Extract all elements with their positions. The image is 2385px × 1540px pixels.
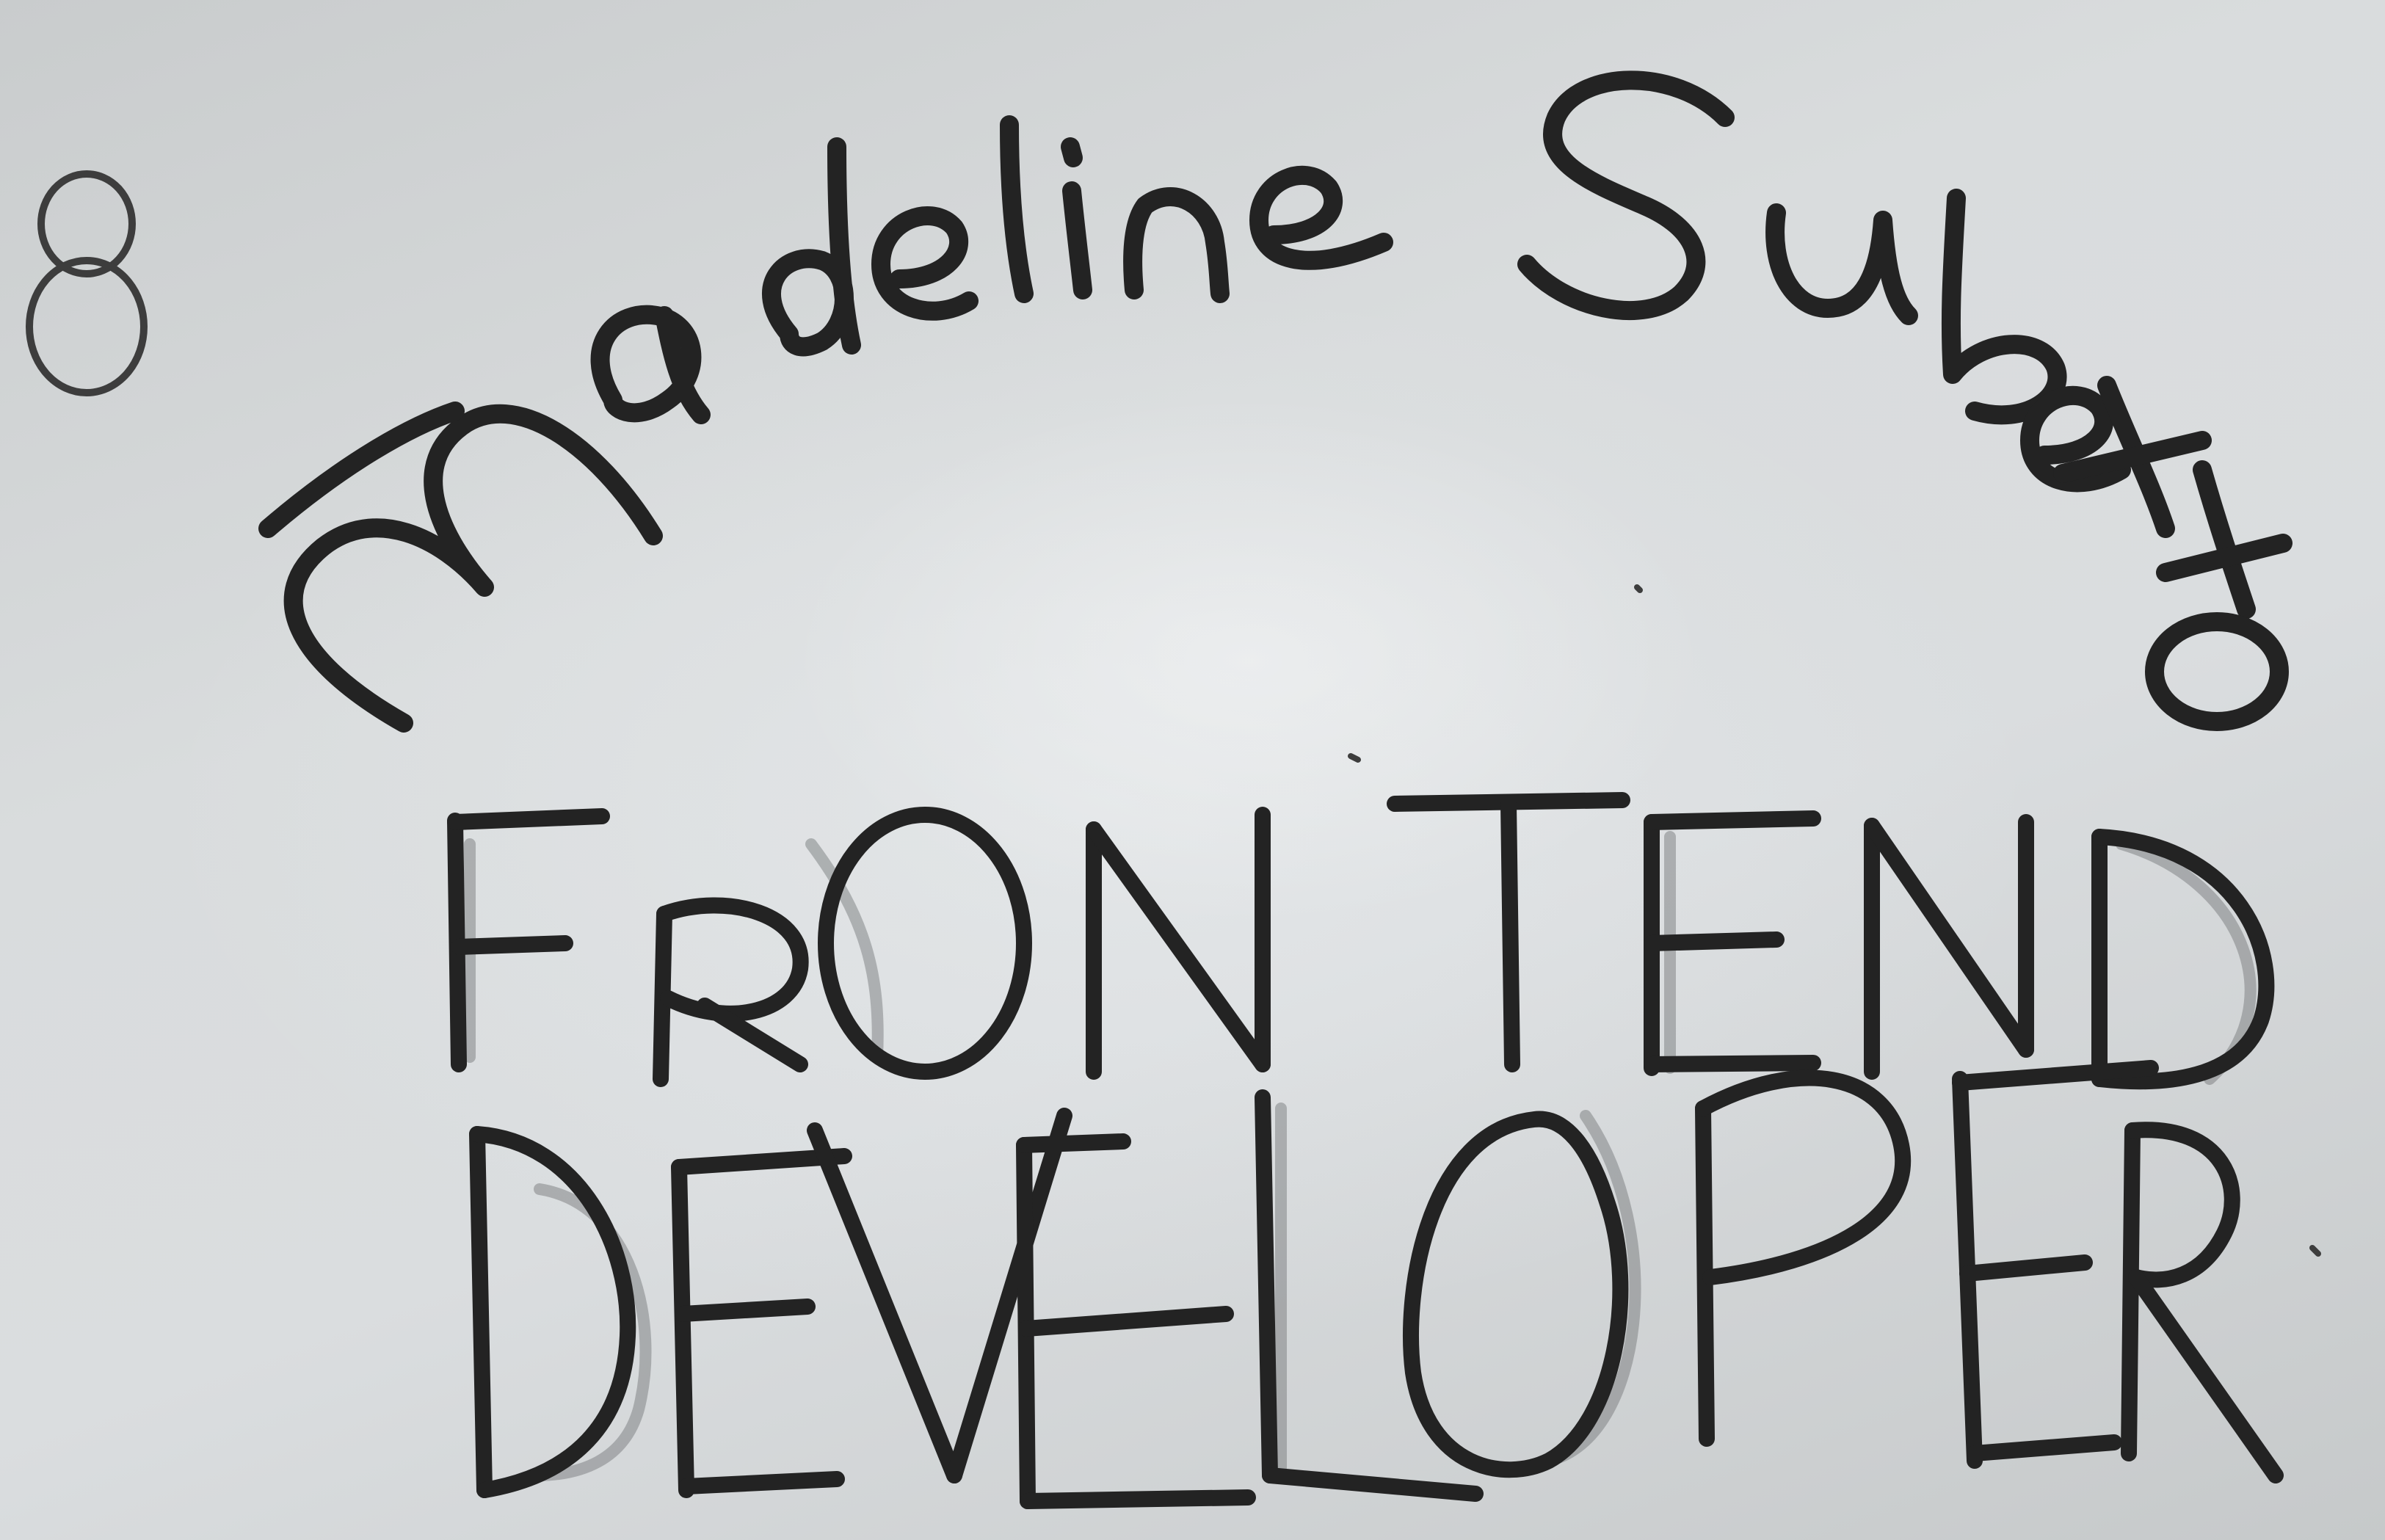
title-line-2-lettering	[469, 1060, 2284, 1509]
card-number-glyph	[26, 170, 148, 396]
title-line-1-lettering	[447, 792, 2275, 1090]
stray-marks	[1348, 584, 2321, 1257]
title-line-1-shadow	[464, 831, 2257, 1085]
name-handwriting	[258, 70, 2293, 733]
